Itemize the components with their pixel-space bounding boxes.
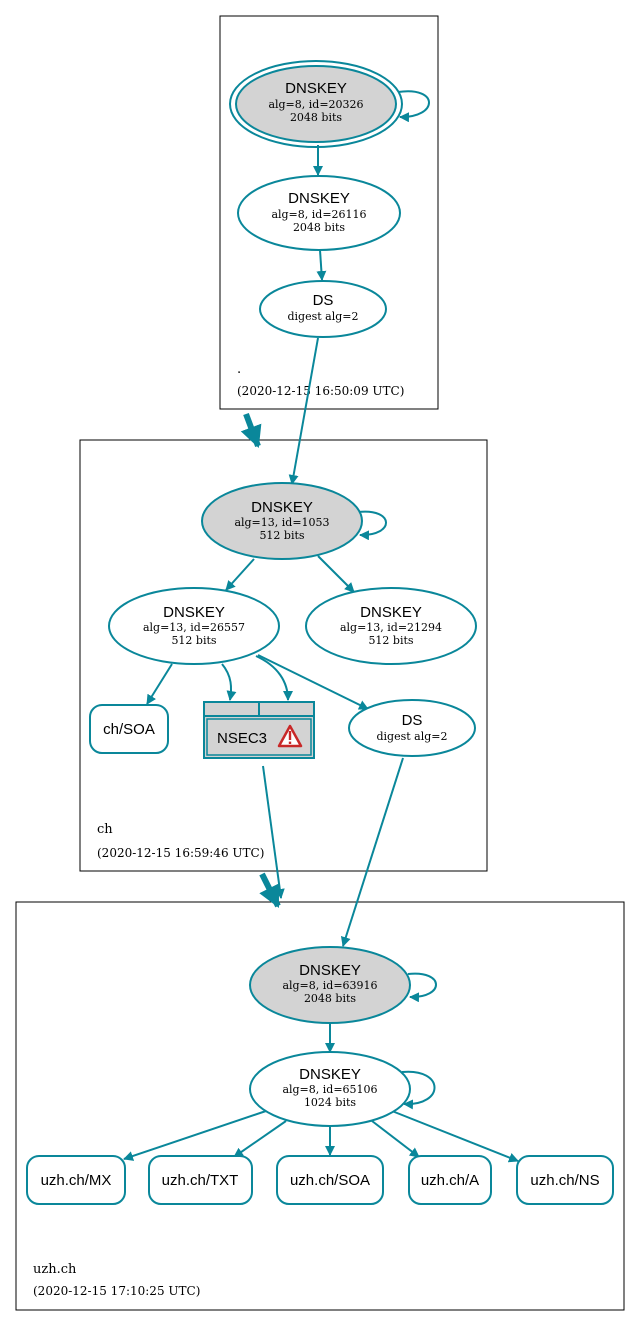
zone-uzh-timestamp: (2020-12-15 17:10:25 UTC) bbox=[33, 1284, 200, 1298]
edge-ch-ksk-zsk1 bbox=[225, 558, 255, 591]
node-root-zsk-title: DNSKEY bbox=[288, 190, 350, 207]
zone-root-timestamp: (2020-12-15 16:50:09 UTC) bbox=[237, 384, 404, 398]
node-ch-nsec3-label: NSEC3 bbox=[217, 730, 267, 747]
node-root-ksk-bits: 2048 bits bbox=[290, 111, 342, 124]
zone-uzh-label: uzh.ch bbox=[33, 1262, 77, 1277]
zone-ch: ch (2020-12-15 16:59:46 UTC) bbox=[79, 439, 488, 872]
edge-ch-ds-uzh-ksk bbox=[340, 757, 404, 947]
node-uzh-ksk-title: DNSKEY bbox=[299, 962, 361, 979]
node-ch-ds: DS digest alg=2 bbox=[348, 699, 476, 757]
zone-root: . (2020-12-15 16:50:09 UTC) bbox=[219, 15, 439, 410]
node-uzh-mx-label: uzh.ch/MX bbox=[41, 1172, 112, 1189]
node-ch-ksk-alg: alg=13, id=1053 bbox=[234, 516, 329, 529]
edge-uzh-zsk-a bbox=[371, 1120, 420, 1158]
node-ch-zsk2: DNSKEY alg=13, id=21294 512 bits bbox=[305, 587, 477, 665]
zone-ch-label: ch bbox=[97, 822, 113, 837]
node-root-ksk-alg: alg=8, id=20326 bbox=[268, 98, 363, 111]
node-uzh-ns-label: uzh.ch/NS bbox=[530, 1172, 599, 1189]
zone-uzh: uzh.ch (2020-12-15 17:10:25 UTC) bbox=[15, 901, 625, 1311]
node-ch-zsk1-bits: 512 bits bbox=[171, 634, 216, 647]
node-root-zsk-bits: 2048 bits bbox=[293, 221, 345, 234]
node-uzh-zsk-bits: 1024 bits bbox=[304, 1096, 356, 1109]
node-uzh-zsk: DNSKEY alg=8, id=65106 1024 bits bbox=[249, 1051, 411, 1127]
edge-ch-zsk1-nsec3-b bbox=[255, 655, 293, 701]
edge-ch-ksk-zsk2 bbox=[317, 555, 355, 593]
node-uzh-zsk-alg: alg=8, id=65106 bbox=[282, 1083, 377, 1096]
node-uzh-txt-label: uzh.ch/TXT bbox=[162, 1172, 239, 1189]
warning-triangle-icon bbox=[277, 724, 303, 748]
node-ch-zsk1: DNSKEY alg=13, id=26557 512 bits bbox=[108, 587, 280, 665]
node-root-zsk-alg: alg=8, id=26116 bbox=[271, 208, 366, 221]
node-uzh-ns: uzh.ch/NS bbox=[516, 1155, 614, 1205]
edge-uzh-zsk-txt bbox=[233, 1120, 287, 1158]
node-ch-nsec3: NSEC3 bbox=[203, 701, 315, 759]
delegation-root-ch bbox=[240, 412, 262, 449]
node-uzh-mx: uzh.ch/MX bbox=[26, 1155, 126, 1205]
node-ch-zsk2-alg: alg=13, id=21294 bbox=[340, 621, 442, 634]
zone-root-label: . bbox=[237, 362, 241, 377]
node-ch-soa: ch/SOA bbox=[89, 704, 169, 754]
delegation-ch-uzh bbox=[259, 872, 281, 908]
edge-uzh-zsk-ns bbox=[391, 1110, 519, 1163]
node-ch-ksk-bits: 512 bits bbox=[259, 529, 304, 542]
node-uzh-soa-label: uzh.ch/SOA bbox=[290, 1172, 370, 1189]
node-ch-ksk: DNSKEY alg=13, id=1053 512 bits bbox=[201, 482, 363, 560]
edge-root-ksk-self bbox=[397, 90, 430, 123]
node-ch-zsk2-bits: 512 bits bbox=[368, 634, 413, 647]
edge-ch-nsec3-uzh bbox=[262, 765, 285, 899]
zone-ch-timestamp: (2020-12-15 16:59:46 UTC) bbox=[97, 846, 264, 860]
node-ch-zsk1-title: DNSKEY bbox=[163, 604, 225, 621]
node-uzh-soa: uzh.ch/SOA bbox=[276, 1155, 384, 1205]
edge-ch-ksk-self bbox=[357, 510, 387, 541]
edge-ch-zsk1-soa bbox=[146, 663, 173, 705]
node-uzh-zsk-title: DNSKEY bbox=[299, 1066, 361, 1083]
edge-root-zsk-ds bbox=[316, 249, 327, 281]
node-root-ds: DS digest alg=2 bbox=[259, 280, 387, 338]
node-uzh-a-label: uzh.ch/A bbox=[421, 1172, 479, 1189]
node-root-ksk: DNSKEY alg=8, id=20326 2048 bits bbox=[229, 60, 403, 148]
node-ch-ds-digest: digest alg=2 bbox=[376, 730, 447, 743]
node-ch-ksk-title: DNSKEY bbox=[251, 499, 313, 516]
edge-root-ds-ch-ksk bbox=[288, 337, 319, 485]
edge-ch-zsk1-ds bbox=[257, 654, 369, 710]
node-uzh-ksk-alg: alg=8, id=63916 bbox=[282, 979, 377, 992]
node-root-ds-digest: digest alg=2 bbox=[287, 310, 358, 323]
edge-uzh-zsk-self bbox=[401, 1070, 436, 1110]
node-ch-ds-title: DS bbox=[402, 712, 423, 729]
node-uzh-a: uzh.ch/A bbox=[408, 1155, 492, 1205]
node-root-ksk-title: DNSKEY bbox=[285, 80, 347, 97]
edge-uzh-zsk-mx bbox=[123, 1110, 267, 1161]
node-ch-zsk2-title: DNSKEY bbox=[360, 604, 422, 621]
node-uzh-ksk-bits: 2048 bits bbox=[304, 992, 356, 1005]
edge-ch-zsk1-nsec3-a bbox=[221, 663, 237, 701]
node-ch-zsk1-alg: alg=13, id=26557 bbox=[143, 621, 245, 634]
node-root-ds-title: DS bbox=[313, 292, 334, 309]
node-root-zsk: DNSKEY alg=8, id=26116 2048 bits bbox=[237, 175, 401, 251]
node-ch-soa-label: ch/SOA bbox=[103, 721, 155, 738]
edge-uzh-ksk-self bbox=[407, 972, 437, 1003]
edges bbox=[123, 90, 519, 1163]
node-uzh-txt: uzh.ch/TXT bbox=[148, 1155, 253, 1205]
node-uzh-ksk: DNSKEY alg=8, id=63916 2048 bits bbox=[249, 946, 411, 1024]
